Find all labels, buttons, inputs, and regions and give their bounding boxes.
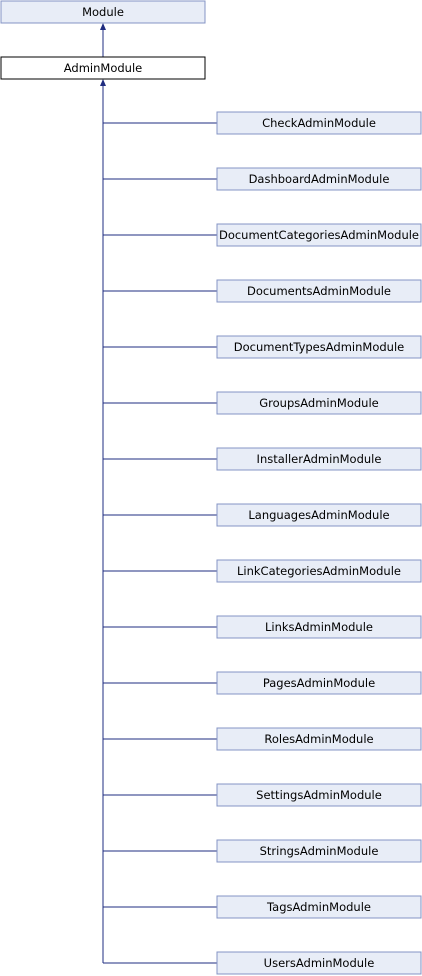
node-pages-admin-module[interactable]: PagesAdminModule [216, 671, 422, 695]
node-settings-admin-module[interactable]: SettingsAdminModule [216, 783, 422, 807]
node-box [216, 559, 422, 583]
node-box [216, 447, 422, 471]
node-box [216, 727, 422, 751]
node-box [216, 951, 422, 975]
node-label: SettingsAdminModule [256, 788, 382, 802]
node-module-box [0, 0, 206, 24]
node-box [216, 335, 422, 359]
node-box [216, 223, 422, 247]
node-admin-module-box [0, 56, 206, 80]
subclass-nodes: CheckAdminModuleDashboardAdminModuleDocu… [216, 111, 422, 975]
node-box [216, 279, 422, 303]
node-label: LinksAdminModule [265, 620, 373, 634]
node-roles-admin-module[interactable]: RolesAdminModule [216, 727, 422, 751]
node-label: LanguagesAdminModule [248, 508, 389, 522]
node-module-label: Module [82, 5, 124, 19]
node-label: DocumentTypesAdminModule [234, 340, 404, 354]
node-installer-admin-module[interactable]: InstallerAdminModule [216, 447, 422, 471]
node-box [216, 671, 422, 695]
node-link-categories-admin-module[interactable]: LinkCategoriesAdminModule [216, 559, 422, 583]
node-box [216, 503, 422, 527]
node-check-admin-module[interactable]: CheckAdminModule [216, 111, 422, 135]
node-tags-admin-module[interactable]: TagsAdminModule [216, 895, 422, 919]
node-box [216, 391, 422, 415]
node-label: StringsAdminModule [260, 844, 379, 858]
node-label: RolesAdminModule [264, 732, 373, 746]
node-label: TagsAdminModule [266, 900, 371, 914]
node-groups-admin-module[interactable]: GroupsAdminModule [216, 391, 422, 415]
node-document-types-admin-module[interactable]: DocumentTypesAdminModule [216, 335, 422, 359]
node-label: InstallerAdminModule [257, 452, 382, 466]
node-box [216, 895, 422, 919]
node-admin-module[interactable]: AdminModule [0, 56, 206, 80]
node-label: UsersAdminModule [264, 956, 375, 970]
node-dashboard-admin-module[interactable]: DashboardAdminModule [216, 167, 422, 191]
node-strings-admin-module[interactable]: StringsAdminModule [216, 839, 422, 863]
node-box [216, 839, 422, 863]
node-label: GroupsAdminModule [259, 396, 378, 410]
arrowhead-icon [100, 79, 106, 86]
node-label: DocumentCategoriesAdminModule [219, 228, 419, 242]
node-box [216, 167, 422, 191]
arrowhead-icon [100, 23, 106, 30]
node-languages-admin-module[interactable]: LanguagesAdminModule [216, 503, 422, 527]
node-box [216, 111, 422, 135]
node-box [216, 783, 422, 807]
node-document-categories-admin-module[interactable]: DocumentCategoriesAdminModule [216, 223, 422, 247]
node-label: DashboardAdminModule [249, 172, 390, 186]
node-module[interactable]: Module [0, 0, 206, 24]
node-users-admin-module[interactable]: UsersAdminModule [216, 951, 422, 975]
node-label: DocumentsAdminModule [247, 284, 391, 298]
node-label: CheckAdminModule [262, 116, 376, 130]
node-label: LinkCategoriesAdminModule [237, 564, 401, 578]
node-documents-admin-module[interactable]: DocumentsAdminModule [216, 279, 422, 303]
edges-layer [100, 23, 217, 964]
node-label: PagesAdminModule [263, 676, 375, 690]
node-links-admin-module[interactable]: LinksAdminModule [216, 615, 422, 639]
node-admin-module-label: AdminModule [64, 61, 142, 75]
node-box [216, 615, 422, 639]
